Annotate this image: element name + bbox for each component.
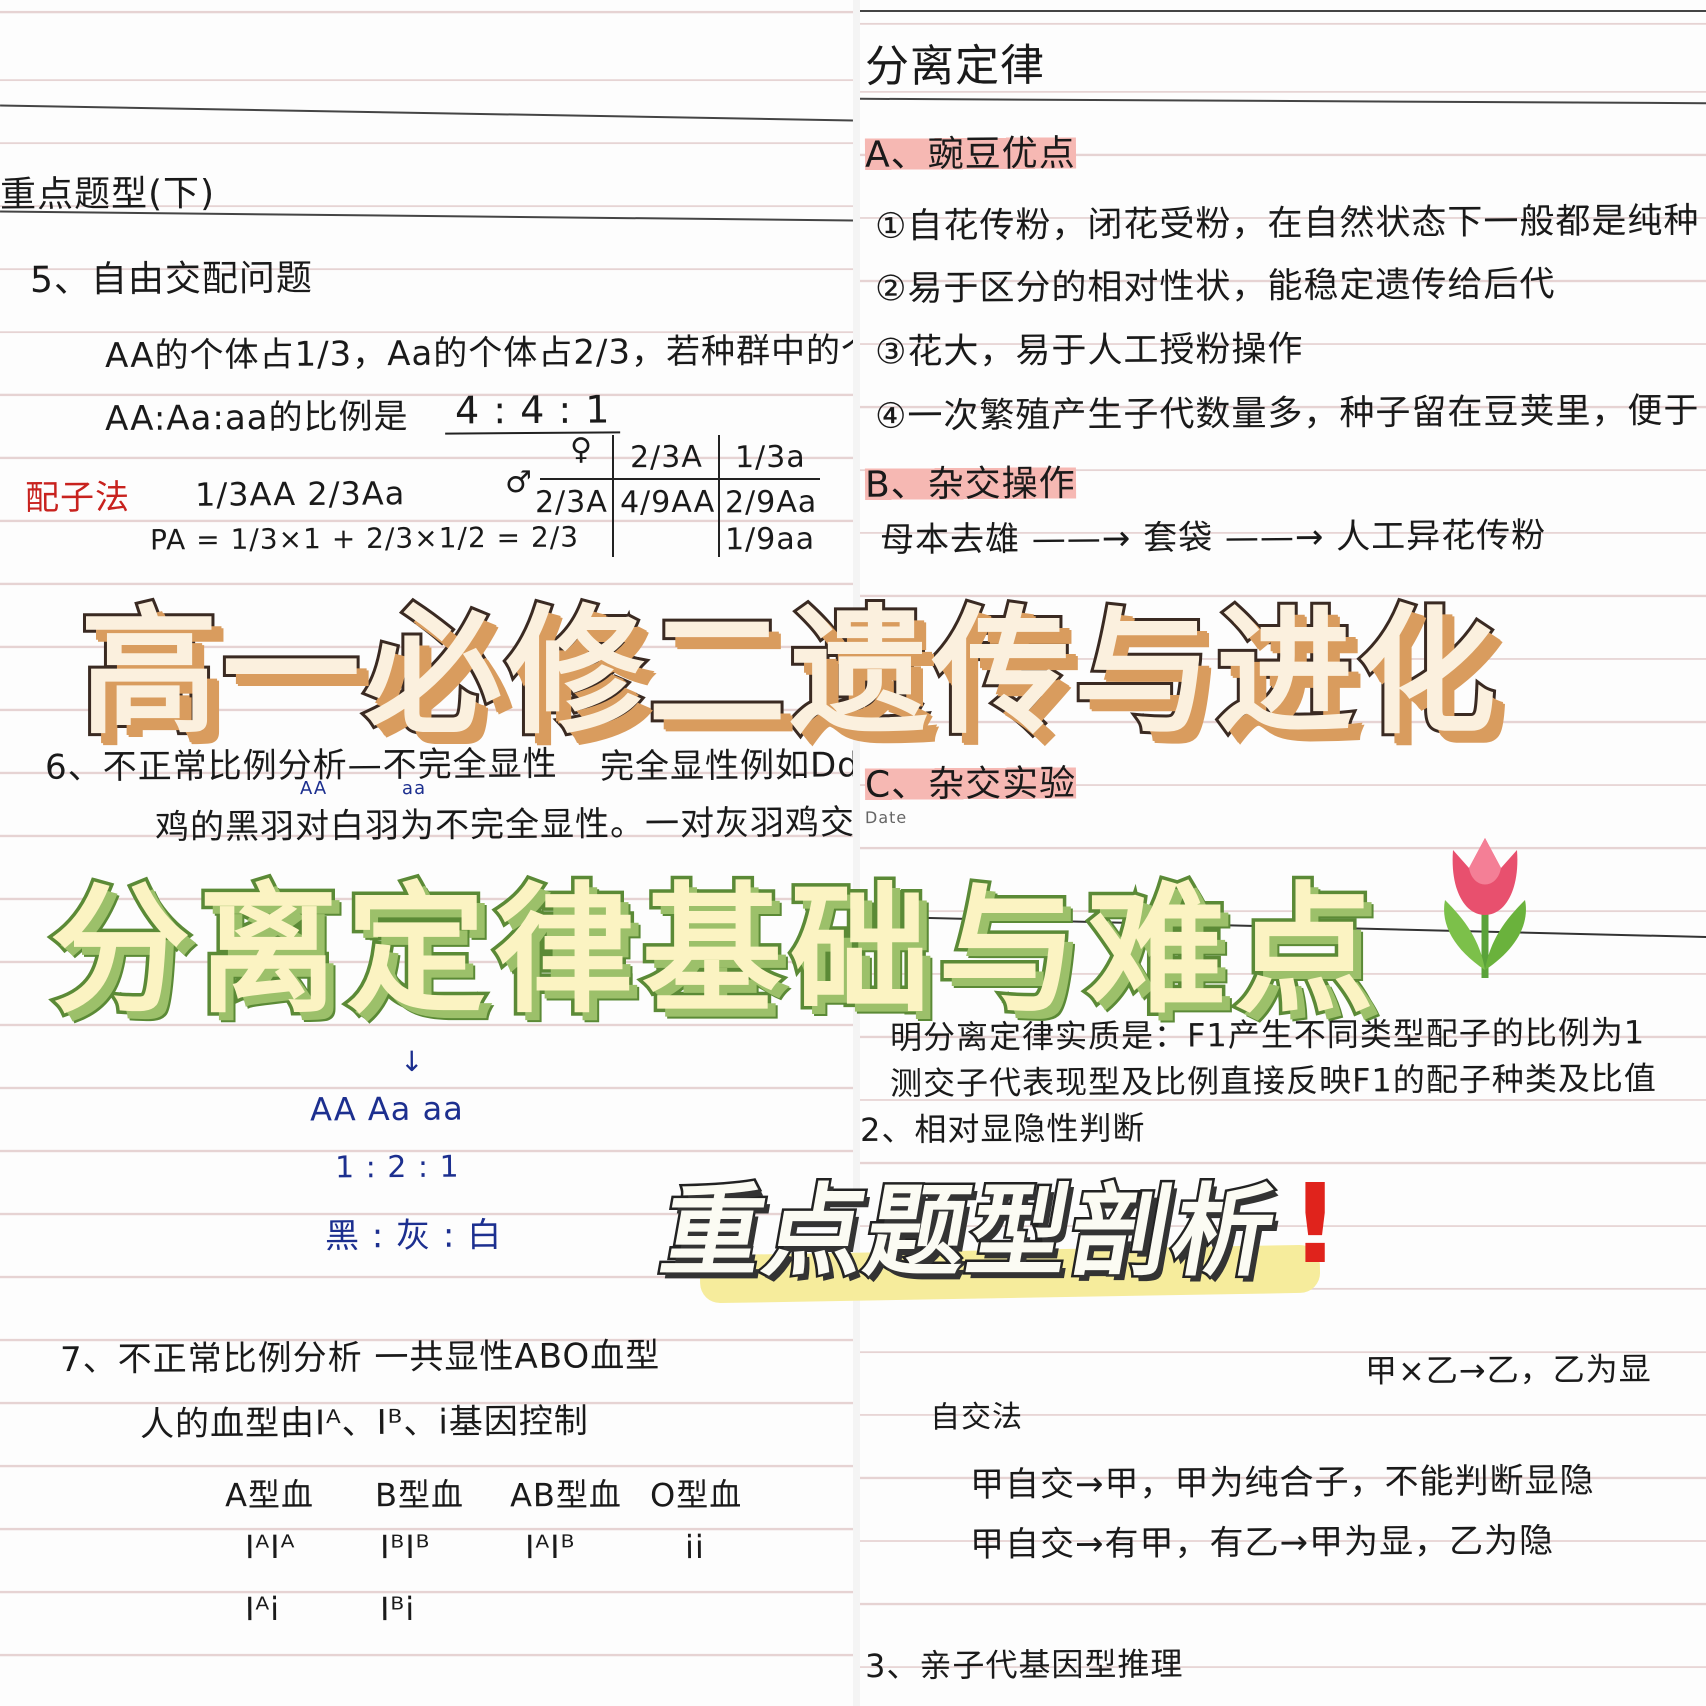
offspring-phenotypes: 黑 : 灰 : 白: [324, 1215, 503, 1257]
blood-type: B型血: [374, 1475, 465, 1515]
divider: [860, 10, 1706, 12]
genotype: IᴬIᴮ: [524, 1527, 576, 1567]
arrow-down: ↓: [399, 1044, 425, 1079]
genotype: IᴬIᴬ: [244, 1527, 296, 1567]
punnett-col-header: 1/3a: [734, 439, 806, 476]
blood-type: AB型血: [509, 1475, 623, 1515]
advantage-item: ④一次繁殖产生子代数量多，种子留在豆荚里，便于: [874, 391, 1700, 437]
selfing-method: 自交法: [929, 1399, 1024, 1436]
q7-line1: 人的血型由Iᴬ、Iᴮ、i基因控制: [139, 1401, 590, 1445]
blood-type: O型血: [649, 1475, 743, 1515]
section-banner: 重点题型剖析: [651, 1171, 1289, 1293]
cover-subtitle: 分离定律基础与难点: [46, 867, 1383, 1037]
method-label: 配子法: [24, 477, 131, 519]
cross-method-note: 甲×乙→乙，乙为显: [1364, 1349, 1652, 1390]
selfing-line2: 甲自交→有甲，有乙→甲为显，乙为隐: [969, 1520, 1555, 1566]
page-heading: 重点题型(下): [0, 173, 216, 216]
right-notebook-page: 分离定律 A、豌豆优点 ①自花传粉，闭花受粉，在自然状态下一般都是纯种 ②易于区…: [860, 0, 1706, 1706]
q7-title: 7、不正常比例分析 一共显性ABO血型: [59, 1335, 661, 1381]
punnett-cell: 1/9aa: [724, 521, 816, 558]
section-b-title: B、杂交操作: [864, 454, 1076, 508]
genotype: ii: [684, 1527, 705, 1567]
female-symbol: ♀: [569, 431, 594, 468]
section-3-title: 3、亲子代基因型推理: [864, 1644, 1184, 1686]
divider: [0, 104, 853, 122]
advantage-item: ①自花传粉，闭花受粉，在自然状态下一般都是纯种: [874, 201, 1700, 247]
selfing-line1: 甲自交→甲，甲为纯合子，不能判断显隐: [969, 1460, 1595, 1506]
cover-title: 高一必修二遗传与进化: [77, 589, 1501, 756]
section-a-title: A、豌豆优点: [864, 124, 1076, 178]
q5-title: 5、自由交配问题: [29, 258, 314, 301]
tulip-icon: [1444, 838, 1526, 978]
section-2-title: 2、相对显隐性判断: [860, 1109, 1146, 1149]
cross-procedure: 母本去雄 ——→ 套袋 ——→ 人工异花传粉: [879, 515, 1547, 561]
blood-type: A型血: [224, 1475, 315, 1515]
left-notebook-page: 重点题型(下) 5、自由交配问题 AA的个体占1/3，Aa的个体占2/3，若种群…: [0, 0, 853, 1706]
annotation-aa: aa: [401, 777, 427, 800]
advantage-item: ③花大，易于人工授粉操作: [874, 329, 1304, 373]
male-symbol: ♂: [504, 464, 534, 501]
genotype: IᴮIᴮ: [379, 1527, 431, 1567]
genotype: Iᴮi: [379, 1589, 416, 1629]
punnett-cell: 4/9AA: [619, 484, 716, 521]
q5-answer: 4 : 4 : 1: [444, 387, 621, 435]
exclamation-icon: !: [1290, 1160, 1341, 1288]
parents: 1/3AA 2/3Aa: [194, 474, 406, 514]
date-label: Date: [864, 807, 908, 828]
punnett-col-header: 2/3A: [629, 439, 703, 476]
q5-line1: AA的个体占1/3，Aa的个体占2/3，若种群中的个体自交: [104, 329, 853, 377]
offspring-genotypes: AA Aa aa: [309, 1089, 464, 1129]
offspring-ratio: 1 : 2 : 1: [334, 1149, 460, 1186]
page-heading: 分离定律: [864, 40, 1046, 93]
annotation-AA: AA: [299, 777, 328, 800]
pa-formula: PA = 1/3×1 + 2/3×1/2 = 2/3: [149, 520, 580, 557]
q5-line2: AA:Aa:aa的比例是: [104, 396, 409, 440]
testcross-line2: 测交子代表现型及比例直接反映F1的配子种类及比值: [889, 1059, 1657, 1103]
punnett-row-header: 2/3A: [534, 484, 608, 521]
punnett-cell: 2/9Aa: [724, 484, 818, 521]
section-c-title: C、杂交实验: [864, 754, 1077, 808]
advantage-item: ②易于区分的相对性状，能稳定遗传给后代: [874, 264, 1556, 310]
divider: [860, 97, 1706, 105]
genotype: Iᴬi: [244, 1589, 281, 1629]
